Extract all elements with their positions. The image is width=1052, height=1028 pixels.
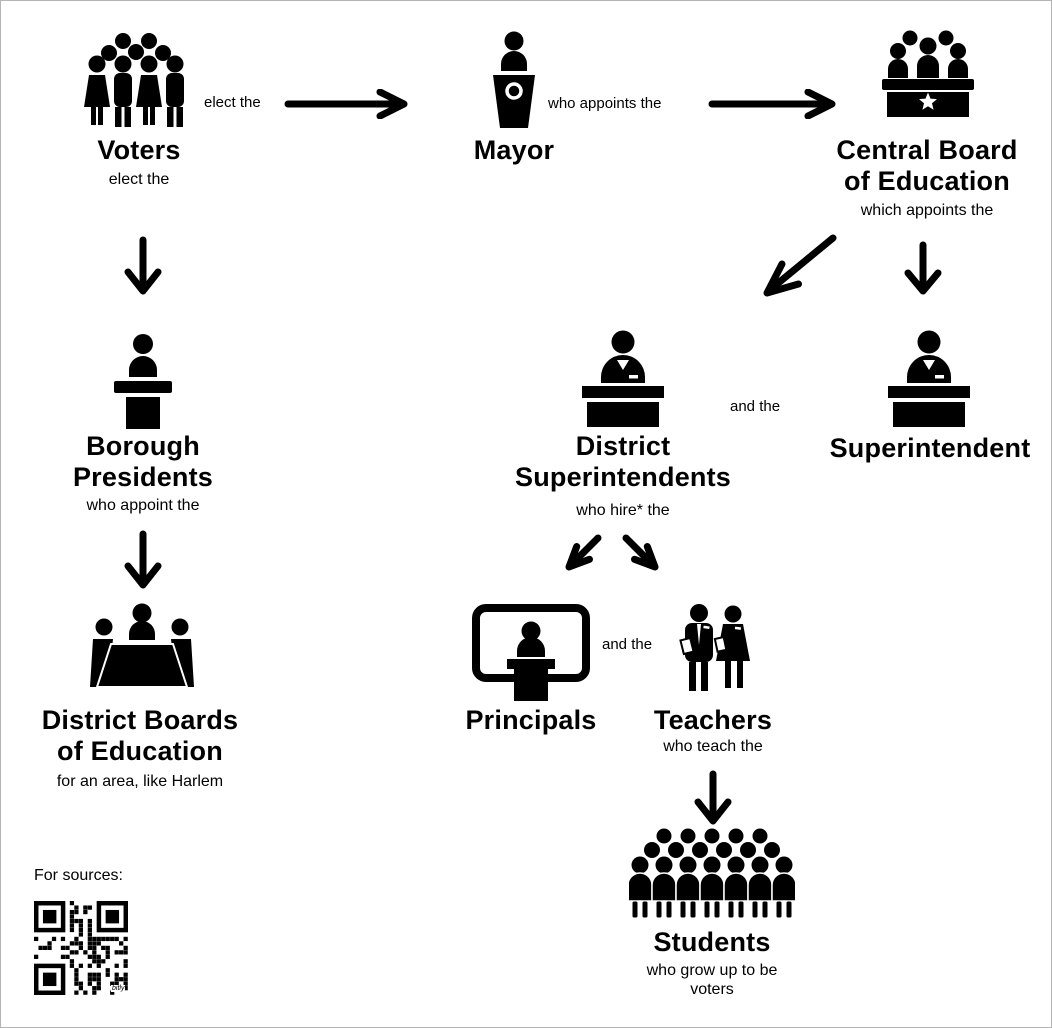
students-label: Students [653, 927, 771, 957]
person-at-desk-icon [888, 330, 970, 427]
teacher-pair-icon [679, 604, 750, 691]
central-board-label: Central Board of Education [836, 135, 1018, 196]
district-superintendents-label: District Superintendents [514, 431, 732, 492]
borough-presidents-sublabel: who appoint the [86, 497, 200, 514]
sources-label: For sources: [34, 867, 123, 884]
meeting-table-icon [90, 603, 194, 688]
superintendent-label: Superintendent [829, 433, 1031, 463]
voters-sublabel: elect the [108, 171, 170, 188]
board-panel-icon [882, 30, 974, 117]
arrow-right-icon [284, 89, 408, 119]
lectern-speaker-icon [114, 334, 172, 429]
teachers-sublabel: who teach the [663, 738, 763, 755]
central-board-sublabel: which appoints the [860, 202, 994, 219]
principals-label: Principals [465, 705, 597, 735]
teachers-label: Teachers [653, 705, 773, 735]
mayor-label: Mayor [473, 135, 555, 165]
district-boards-label: District Boards of Education [41, 705, 239, 766]
arrow-down-right-icon [622, 534, 659, 571]
podium-speaker-icon [493, 31, 535, 128]
student-crowd-icon [629, 828, 795, 919]
edge-voters-mayor-label: elect the [204, 94, 261, 111]
arrow-down-icon [124, 236, 162, 295]
arrow-right-icon [708, 89, 836, 119]
qr-code [34, 901, 128, 995]
borough-presidents-label: Borough Presidents [72, 431, 214, 492]
students-sublabel: who grow up to be voters [646, 962, 778, 998]
arrow-down-icon [904, 241, 942, 295]
arrow-down-icon [124, 530, 162, 589]
arrow-down-left-icon [565, 534, 602, 571]
arrow-down-icon [694, 770, 732, 825]
qr-brand-label: bitly [111, 985, 126, 992]
edge-principals-and-label: and the [602, 636, 653, 653]
arrow-down-left-icon [763, 234, 837, 297]
crowd-icon [84, 33, 184, 127]
voters-label: Voters [97, 135, 181, 165]
edge-mayor-board-label: who appoints the [548, 95, 662, 112]
district-boards-sublabel: for an area, like Harlem [56, 773, 224, 790]
edge-district-and-label: and the [730, 398, 781, 415]
district-superintendents-sublabel: who hire* the [576, 502, 670, 519]
presenter-board-icon [472, 604, 590, 701]
person-at-desk-icon [582, 330, 664, 427]
